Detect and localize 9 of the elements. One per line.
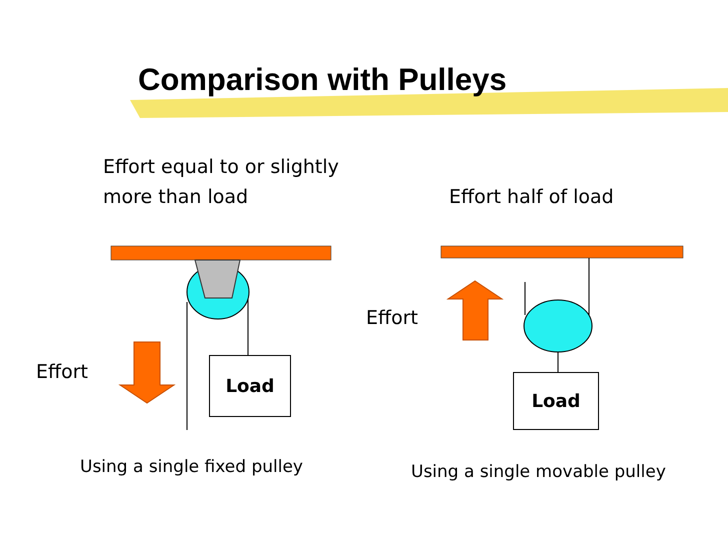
load-box: Load — [513, 372, 599, 430]
slide-title: Comparison with Pulleys — [138, 61, 507, 99]
caption-text: Using a single movable pulley — [411, 461, 667, 484]
load-box: Load — [209, 355, 291, 417]
effort-label: Effort — [36, 360, 88, 385]
heading-text: Effort half of load — [449, 185, 615, 210]
effort-label: Effort — [366, 306, 418, 331]
caption-text: Using a single fixed pulley — [80, 456, 304, 479]
heading-text: Effort equal to or slightly more than load — [103, 155, 340, 210]
